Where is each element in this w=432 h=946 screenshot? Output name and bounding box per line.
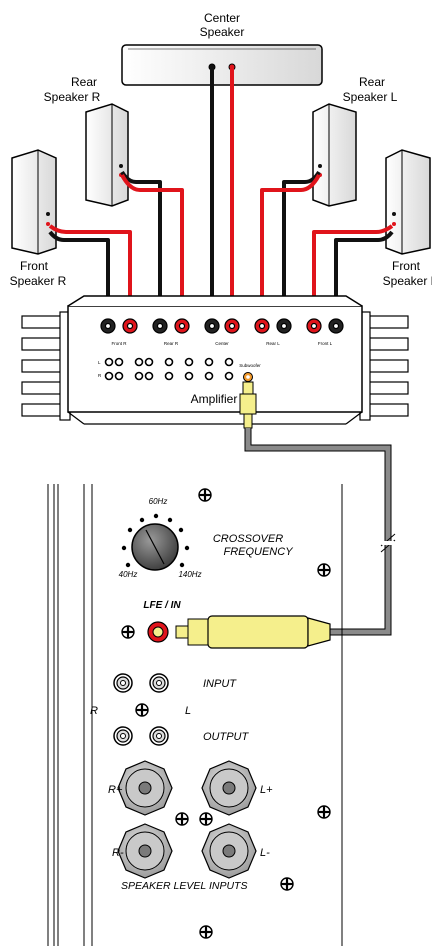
amp-rca-jacks [104,357,234,381]
subwoofer-panel [47,484,343,946]
speaker-level-inputs-label: SPEAKER LEVEL INPUTS [121,880,247,892]
l-plus-label: L+ [260,784,273,796]
speaker-level-terminals[interactable] [117,760,257,879]
front-speaker-l [385,149,431,255]
lfe-in-label: LFE / IN [143,600,181,611]
rear-speaker-l-label-1: Rear [359,75,385,89]
rear-speaker-r [85,103,129,207]
amp-label-rear-r: Rear R [164,341,179,346]
amplifier: Front R Rear R Center Rear L Front L L R… [21,295,409,425]
r-plus-label: R+ [108,784,123,796]
l-minus-label: L- [260,847,270,859]
front-speaker-l-label-1: Front [392,259,421,273]
r-label: R [90,705,98,717]
center-speaker [121,44,323,86]
output-label: OUTPUT [203,731,250,743]
lfe-in-jack[interactable] [147,621,169,643]
center-speaker-label-1: Center [204,11,240,25]
amp-label-rear-l: Rear L [266,341,280,346]
freq-40-label: 40Hz [119,570,138,579]
crossover-knob[interactable] [121,513,190,571]
speaker-wires [48,67,394,316]
input-label: INPUT [203,678,237,690]
freq-140-label: 140Hz [178,570,201,579]
amp-label-center: Center [215,341,229,346]
freq-60-label: 60Hz [149,497,168,506]
amp-label-front-l: Front L [318,341,333,346]
front-speaker-l-label-2: Speaker L [383,274,432,288]
rear-speaker-r-label-1: Rear [71,75,97,89]
front-speaker-r-label-1: Front [20,259,49,273]
amp-subwoofer-label: Subwoofer [239,363,261,368]
front-speaker-r-label-2: Speaker R [10,274,67,288]
crossover-label-1: CROSSOVER [213,533,283,545]
amp-row-label-l: L [98,360,101,365]
rca-jacks[interactable] [113,673,169,746]
screw-icons [121,488,331,939]
r-minus-label: R- [112,847,124,859]
l-label: L [185,705,191,717]
crossover-label-2: FREQUENCY [223,546,293,558]
amp-row-label-r: R [98,373,102,378]
front-speaker-r [11,149,57,255]
rear-speaker-l [312,103,357,207]
rear-speaker-l-label-2: Speaker L [343,90,398,104]
rear-speaker-r-label-2: Speaker R [44,90,101,104]
amplifier-label: Amplifier [191,392,238,406]
lfe-cable [175,381,396,649]
amp-label-front-r: Front R [111,341,127,346]
center-speaker-label-2: Speaker [200,25,245,39]
